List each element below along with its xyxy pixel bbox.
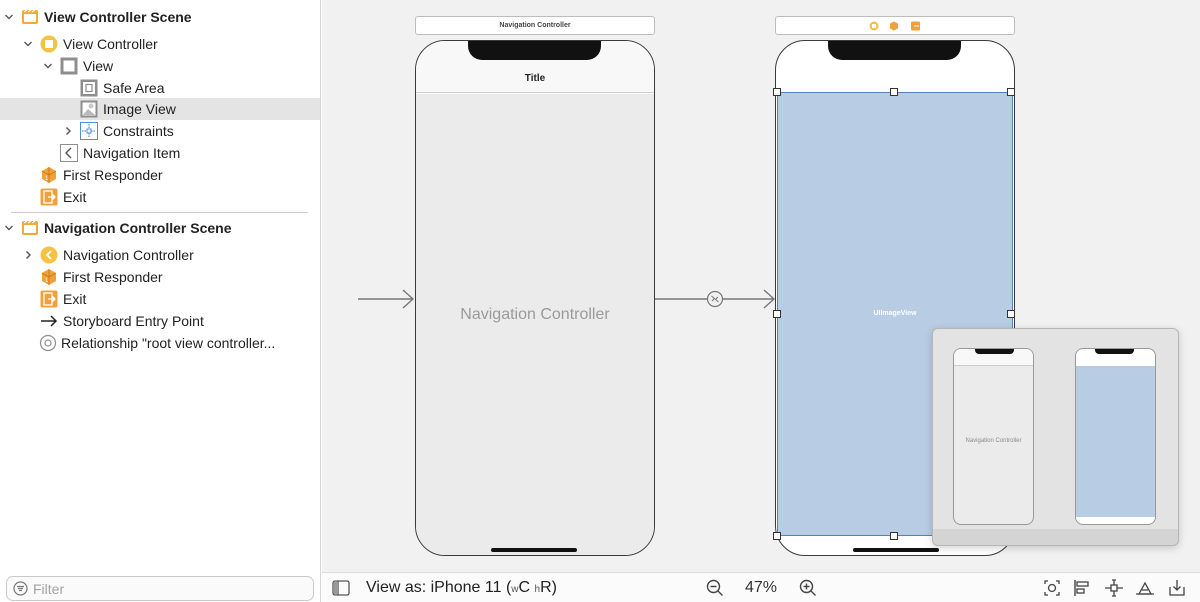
image-view-icon: [80, 100, 98, 118]
nav-controller-body: [416, 94, 654, 555]
nav-title: Title: [524, 73, 546, 84]
outline-row-navigation-controller[interactable]: Navigation Controller: [0, 244, 320, 266]
nav-controller-scene-bar[interactable]: Navigation Controller: [415, 16, 655, 35]
scene-dock-icons[interactable]: [867, 20, 923, 32]
home-indicator: [853, 548, 939, 552]
scene-icon: [21, 219, 39, 237]
zoom-out-icon[interactable]: [705, 578, 725, 598]
outline-row-view-controller-scene[interactable]: View Controller Scene: [0, 6, 320, 28]
view-as-device[interactable]: View as: iPhone 11 (wC hR): [366, 579, 557, 596]
navigation-item-icon: [60, 144, 78, 162]
relationship-icon: [39, 334, 57, 352]
filter-icon: [13, 581, 28, 596]
canvas-bottom-toolbar: View as: iPhone 11 (wC hR) 47%: [322, 572, 1200, 602]
outline-label: View Controller Scene: [44, 9, 192, 25]
resolve-issues-icon[interactable]: [1135, 578, 1155, 598]
outline-row-constraints[interactable]: Constraints: [0, 120, 320, 142]
filter-field[interactable]: [6, 576, 314, 601]
svg-text:1: 1: [45, 278, 49, 284]
navigation-controller-icon: [40, 246, 58, 264]
relationship-segue[interactable]: [655, 288, 777, 310]
outline-row-view-controller[interactable]: View Controller: [0, 33, 320, 55]
storyboard-entry-arrow[interactable]: [358, 288, 416, 310]
scene-icon: [21, 8, 39, 26]
arrow-right-icon: [40, 312, 58, 330]
phone-notch: [468, 41, 601, 60]
outline-row-safe-area[interactable]: Safe Area: [0, 77, 320, 99]
view-controller-icon: [40, 35, 58, 53]
outline-row-relationship[interactable]: Relationship "root view controller...: [0, 332, 320, 354]
outline-row-image-view[interactable]: Image View: [0, 98, 320, 120]
chevron-down-icon[interactable]: [22, 38, 34, 50]
outline-label: First Responder: [63, 167, 163, 183]
zoom-level: 47%: [745, 579, 778, 596]
svg-text:1: 1: [45, 176, 49, 182]
exit-icon: [40, 290, 58, 308]
minimap-nav-controller: Navigation Controller: [953, 348, 1034, 525]
chevron-down-icon[interactable]: [42, 60, 54, 72]
outline-row-exit[interactable]: Exit: [0, 186, 320, 208]
outline-label: View Controller: [63, 36, 158, 52]
outline-label: Exit: [63, 291, 87, 307]
view-controller-scene-bar[interactable]: [775, 16, 1015, 35]
outline-row-exit[interactable]: Exit: [0, 288, 320, 310]
minimap-nav-label: Navigation Controller: [965, 438, 1022, 444]
outline-label: Constraints: [103, 123, 174, 139]
embed-in-icon[interactable]: [1167, 578, 1187, 598]
safe-area-icon: [80, 79, 98, 97]
outline-row-view[interactable]: View: [0, 55, 320, 77]
filter-input[interactable]: [33, 580, 293, 597]
chevron-right-icon[interactable]: [62, 125, 74, 137]
outline-label: Safe Area: [103, 80, 165, 96]
outline-row-navigation-controller-scene[interactable]: Navigation Controller Scene: [0, 217, 320, 239]
outline-row-navigation-item[interactable]: Navigation Item: [0, 142, 320, 164]
update-frames-icon[interactable]: [1042, 578, 1062, 598]
outline-toggle-icon[interactable]: [331, 578, 351, 598]
home-indicator: [491, 548, 577, 552]
first-responder-icon: 1: [40, 166, 58, 184]
document-outline: View Controller Scene View Controller Vi…: [0, 0, 321, 602]
canvas-minimap[interactable]: Navigation Controller: [932, 328, 1179, 546]
scene-bar-title: Navigation Controller: [499, 22, 571, 29]
minimap-view-controller: [1075, 348, 1156, 525]
view-icon: [60, 57, 78, 75]
outline-label: First Responder: [63, 269, 163, 285]
add-constraints-icon[interactable]: [1104, 578, 1124, 598]
outline-label: Storyboard Entry Point: [63, 313, 204, 329]
outline-label: Navigation Controller Scene: [44, 220, 232, 236]
outline-row-storyboard-entry-point[interactable]: Storyboard Entry Point: [0, 310, 320, 332]
first-responder-icon: 1: [40, 268, 58, 286]
outline-label: View: [83, 58, 114, 74]
outline-label: Navigation Controller: [63, 247, 194, 263]
outline-row-first-responder[interactable]: 1 First Responder: [0, 164, 320, 186]
chevron-down-icon[interactable]: [3, 222, 15, 234]
constraints-icon: [80, 122, 98, 140]
outline-label: Navigation Item: [83, 145, 181, 161]
chevron-right-icon[interactable]: [22, 249, 34, 261]
zoom-in-icon[interactable]: [798, 578, 818, 598]
navigation-controller-frame[interactable]: Title Navigation Controller: [415, 40, 655, 556]
outline-label: Image View: [103, 101, 176, 117]
chevron-down-icon[interactable]: [3, 11, 15, 23]
phone-notch: [828, 41, 961, 60]
outline-label: Exit: [63, 189, 87, 205]
outline-label: Relationship "root view controller...: [61, 335, 276, 351]
align-icon[interactable]: [1072, 578, 1092, 598]
nav-controller-body-label: Navigation Controller: [460, 306, 610, 323]
exit-icon: [40, 188, 58, 206]
outline-row-first-responder[interactable]: 1 First Responder: [0, 266, 320, 288]
outline-divider: [11, 212, 308, 213]
selection-handles[interactable]: [771, 86, 1019, 542]
image-view-label: UIImageView: [873, 310, 917, 317]
